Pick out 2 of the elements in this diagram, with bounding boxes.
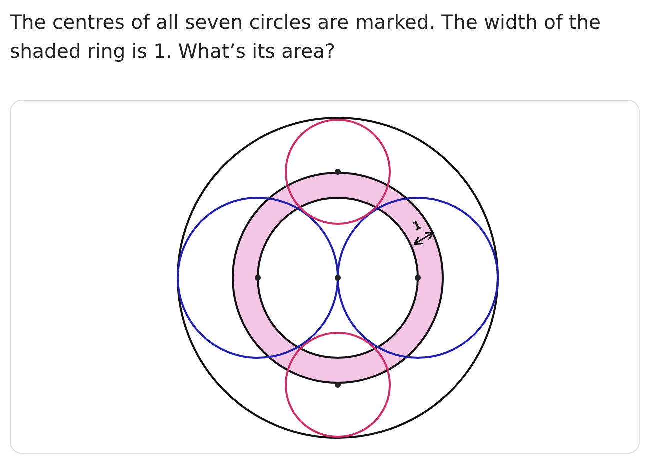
dimension-label: 1 bbox=[410, 218, 424, 234]
question-text: The centres of all seven circles are marked. The width of the shaded ring is 1. What’s its area? bbox=[10, 10, 602, 65]
